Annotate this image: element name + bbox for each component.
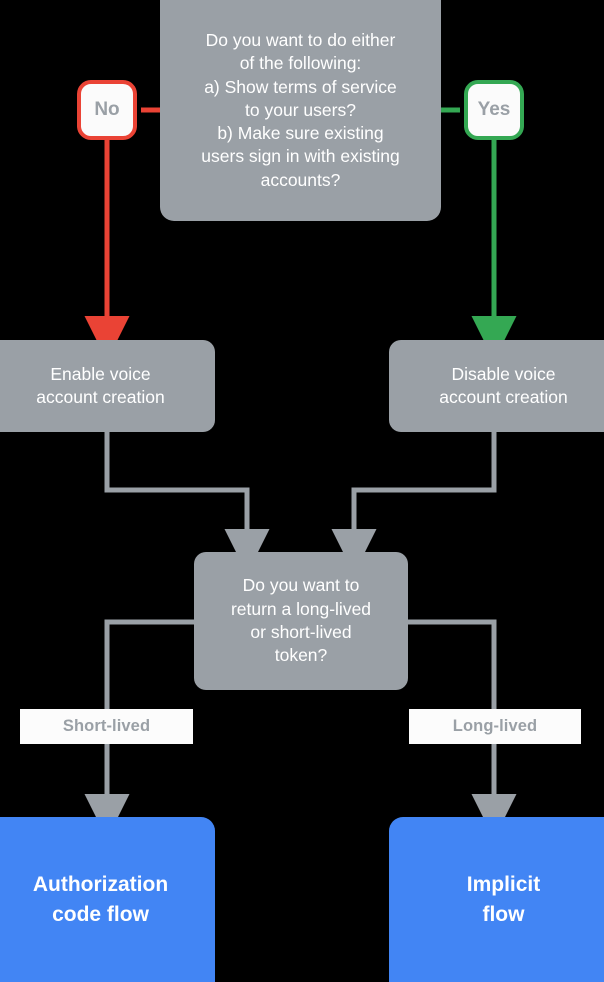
text-line: accounts?	[260, 169, 341, 190]
text-line: flow	[482, 902, 525, 926]
node-enable-voice-text: Enable voice account creation	[36, 363, 164, 410]
node-no-option-label: No	[94, 99, 120, 121]
node-authorization-code-flow-text: Authorization code flow	[33, 870, 168, 930]
node-implicit-flow[interactable]: Implicit flow	[389, 817, 604, 982]
text-line: Authorization	[32, 872, 169, 896]
text-line: Enable voice	[50, 363, 151, 384]
node-token-question-text: Do you want to return a long-lived or sh…	[231, 574, 371, 667]
text-line: Disable voice	[451, 363, 556, 384]
node-top-question-text: Do you want to do either of the followin…	[201, 29, 399, 192]
edge-disable-voice-to-token-question	[331, 432, 497, 574]
text-line: to your users?	[245, 99, 356, 120]
text-line: return a long-lived	[230, 598, 372, 619]
node-top-question[interactable]: Do you want to do either of the followin…	[160, 0, 441, 221]
text-line: account creation	[36, 387, 165, 407]
node-implicit-flow-text: Implicit flow	[467, 870, 541, 930]
text-line: users sign in with existing	[201, 146, 400, 167]
text-line: or short-lived	[250, 622, 352, 642]
node-no-option[interactable]: No	[77, 80, 137, 140]
node-enable-voice-account-creation[interactable]: Enable voice account creation	[0, 340, 215, 432]
node-authorization-code-flow[interactable]: Authorization code flow	[0, 817, 215, 982]
text-line: account creation	[439, 387, 568, 407]
text-line: b) Make sure existing	[217, 123, 384, 144]
text-line: Implicit	[466, 872, 541, 896]
node-disable-voice-text: Disable voice account creation	[439, 363, 567, 410]
text-line: Do you want to	[242, 575, 360, 596]
text-line: a) Show terms of service	[204, 76, 397, 97]
node-disable-voice-account-creation[interactable]: Disable voice account creation	[389, 340, 604, 432]
text-line: Do you want to do either	[205, 30, 396, 51]
text-line: code flow	[52, 902, 149, 926]
edge-label-long-lived: Long-lived	[409, 709, 581, 744]
edge-enable-voice-to-token-question	[104, 432, 270, 574]
node-yes-option[interactable]: Yes	[464, 80, 524, 140]
edge-label-short-lived: Short-lived	[20, 709, 193, 744]
text-line: of the following:	[239, 53, 362, 74]
node-yes-option-label: Yes	[477, 99, 511, 121]
edge-label-short-lived-text: Short-lived	[62, 717, 151, 735]
edge-label-long-lived-text: Long-lived	[452, 717, 538, 735]
text-line: token?	[274, 645, 328, 666]
node-token-question[interactable]: Do you want to return a long-lived or sh…	[194, 552, 408, 690]
